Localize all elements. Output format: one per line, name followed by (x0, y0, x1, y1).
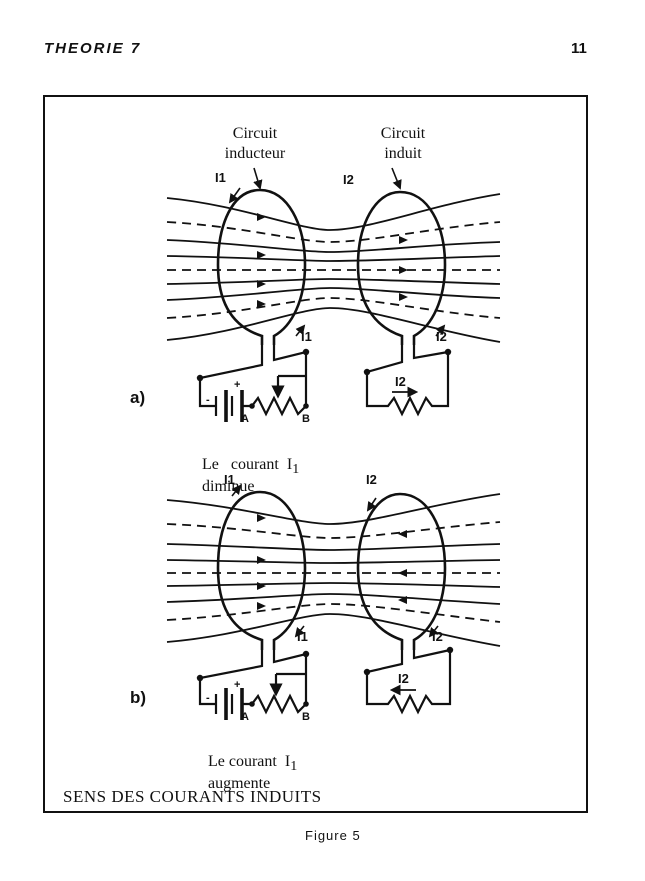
panel-a-current-arrows (228, 167, 446, 337)
figure-caption: Figure 5 (305, 828, 361, 843)
panel-a-nodes (196, 348, 452, 409)
label-b-i2-top: I2 (366, 472, 377, 487)
panel-b-induced-circuit (365, 648, 452, 715)
panel-a-induced-circuit (365, 345, 450, 417)
label-a-point-a: A (241, 413, 249, 425)
panel-a-caption: Le courant I1 diminue (202, 456, 300, 496)
panel-b-current-arrows (231, 484, 439, 638)
panel-a-letter: a) (130, 388, 146, 407)
panel-a-induced-loop (356, 190, 447, 345)
label-circuit-inducteur: Circuit inducteur (224, 125, 286, 162)
label-a-point-b: B (302, 413, 310, 425)
panel-a-inductor-circuit (198, 345, 308, 422)
label-a-i1-top: I1 (215, 170, 226, 185)
label-circuit-induit: Circuit induit (380, 125, 426, 162)
label-a-i2-loop: I2 (436, 329, 447, 344)
label-a-i2-circuit: I2 (395, 374, 406, 389)
panel-b-induced-loop (356, 492, 447, 650)
label-b-minus: - (206, 692, 210, 704)
label-b-i2-circuit: I2 (398, 671, 409, 686)
page-number: 11 (571, 40, 587, 57)
panel-b-field-arrows (257, 514, 407, 610)
label-b-point-b: B (302, 711, 310, 723)
panel-b-nodes (196, 646, 454, 707)
label-a-i2-top: I2 (343, 172, 354, 187)
panel-a-inductor-loop (216, 188, 307, 345)
panel-a-field-arrows (257, 213, 408, 308)
label-a-i1-loop: I1 (301, 329, 312, 344)
label-b-i1-loop: I1 (297, 629, 308, 644)
panel-b-inductor-circuit (198, 650, 308, 720)
panel-b-caption: Le courant I1 augmente (208, 753, 298, 793)
panel-b-inductor-loop (216, 490, 307, 650)
label-b-i1-top: I1 (224, 472, 235, 487)
label-b-i2-loop: I2 (432, 629, 443, 644)
panel-b-letter: b) (130, 688, 147, 707)
label-a-minus: - (206, 394, 210, 406)
label-b-point-a: A (241, 711, 249, 723)
figure-title: SENS DES COURANTS INDUITS (63, 787, 322, 806)
chapter-header: THEORIE 7 (44, 40, 142, 57)
figure-frame (43, 95, 588, 813)
label-b-plus: + (234, 679, 241, 691)
label-a-plus: + (234, 379, 241, 391)
